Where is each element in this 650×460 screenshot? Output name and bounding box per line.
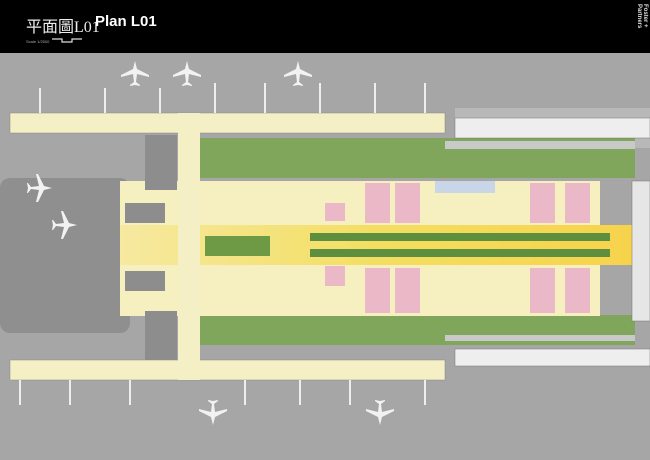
scale-bar [52, 38, 82, 43]
garden [205, 236, 270, 256]
boarding-bridges [19, 83, 426, 405]
road-north [445, 141, 635, 149]
pier-north [9, 112, 446, 134]
pier-connector [178, 113, 200, 380]
header: 平面圖L01 Plan L01 Scale 1/2500 Foster + Pa… [0, 0, 650, 53]
building-southeast [454, 348, 650, 367]
tree-row [310, 233, 610, 241]
building-northeast [454, 117, 650, 139]
scale-label: Scale 1/2500 [26, 39, 50, 44]
site-plan [0, 53, 650, 460]
building-east [631, 180, 650, 322]
road-south [445, 335, 635, 341]
title-chinese: 平面圖L01 [26, 19, 100, 36]
tree-row [310, 249, 610, 257]
brand-logo: Foster + Partners [636, 4, 648, 29]
pavilion [435, 181, 495, 193]
title-english: Plan L01 [95, 13, 157, 30]
building-blocks [325, 183, 590, 313]
apron-left [0, 178, 130, 333]
pier-south [9, 359, 446, 381]
service-buildings [125, 135, 177, 361]
